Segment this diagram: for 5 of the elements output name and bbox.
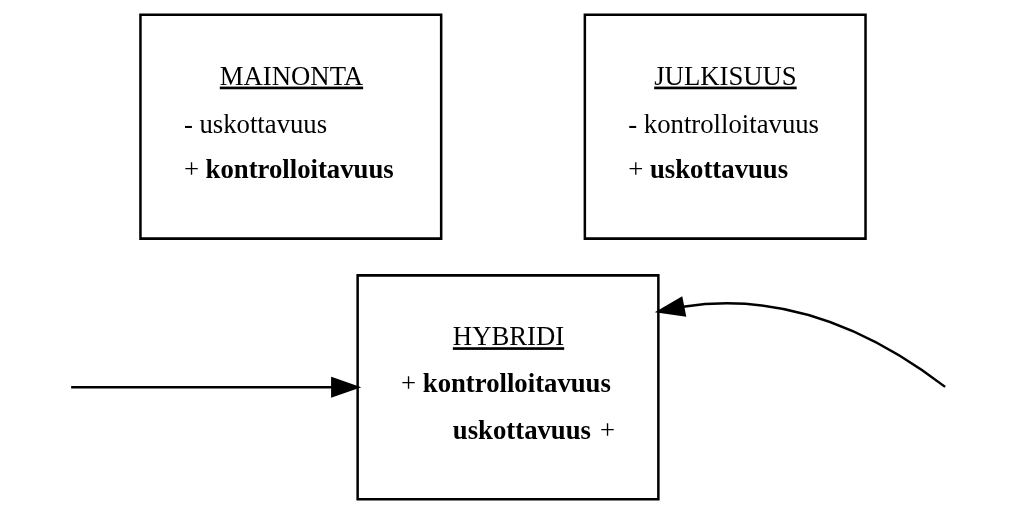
node-box: HYBRIDI + kontrolloitavuus uskottavuus +: [355, 274, 660, 501]
arrow: [70, 376, 361, 398]
node-box: MAINONTA - uskottavuus + kontrolloitavuus: [138, 13, 442, 240]
arrow: [654, 296, 946, 388]
node-box: JULKISUUS - kontrolloitavuus + uskottavuus: [583, 13, 867, 240]
